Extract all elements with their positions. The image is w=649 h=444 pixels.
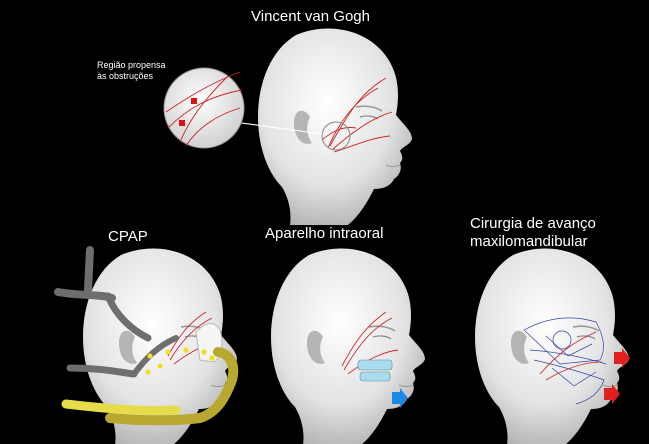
- red-square-marker-icon: [179, 120, 185, 126]
- main-panel: [163, 27, 413, 225]
- surgery-panel-title: Cirurgia de avanço maxilomandibular: [470, 215, 596, 251]
- obstruction-region-label: Região propensa às obstruções: [97, 60, 166, 82]
- obstruction-region-label-line2: às obstruções: [97, 71, 154, 81]
- obstruction-region-label-line1: Região propensa: [97, 60, 166, 70]
- oral-nerve-lines: [341, 311, 399, 375]
- surgery-head: [474, 247, 630, 444]
- cpap-tube: [105, 347, 239, 426]
- main-nerve-lines: [321, 77, 393, 153]
- cpap-dots: [145, 347, 215, 375]
- surgery-panel-title-line2: maxilomandibular: [470, 233, 588, 250]
- focus-circle: [321, 121, 351, 151]
- right-arrow-icon: [614, 348, 630, 368]
- zoom-connector-line: [233, 121, 323, 135]
- surgery-nerve-lines: [539, 331, 603, 381]
- cpap-panel-title: CPAP: [108, 228, 148, 245]
- oral-head: [270, 247, 426, 444]
- right-arrow-icon: [392, 388, 408, 408]
- cpap-hose: [61, 399, 181, 416]
- zoom-circle: [163, 67, 245, 149]
- oral-panel-title: Aparelho intraoral: [265, 225, 384, 242]
- cpap-panel: [54, 246, 239, 444]
- right-arrow-icon: [604, 384, 620, 404]
- surgery-panel: [474, 247, 630, 444]
- main-head: [257, 27, 413, 225]
- red-square-marker-icon: [191, 98, 197, 104]
- cpap-mask-straps: [54, 246, 179, 378]
- oral-device: [357, 359, 393, 382]
- main-panel-title: Vincent van Gogh: [251, 8, 370, 25]
- oral-panel: [270, 247, 426, 444]
- surgery-panel-title-line1: Cirurgia de avanço: [470, 215, 596, 232]
